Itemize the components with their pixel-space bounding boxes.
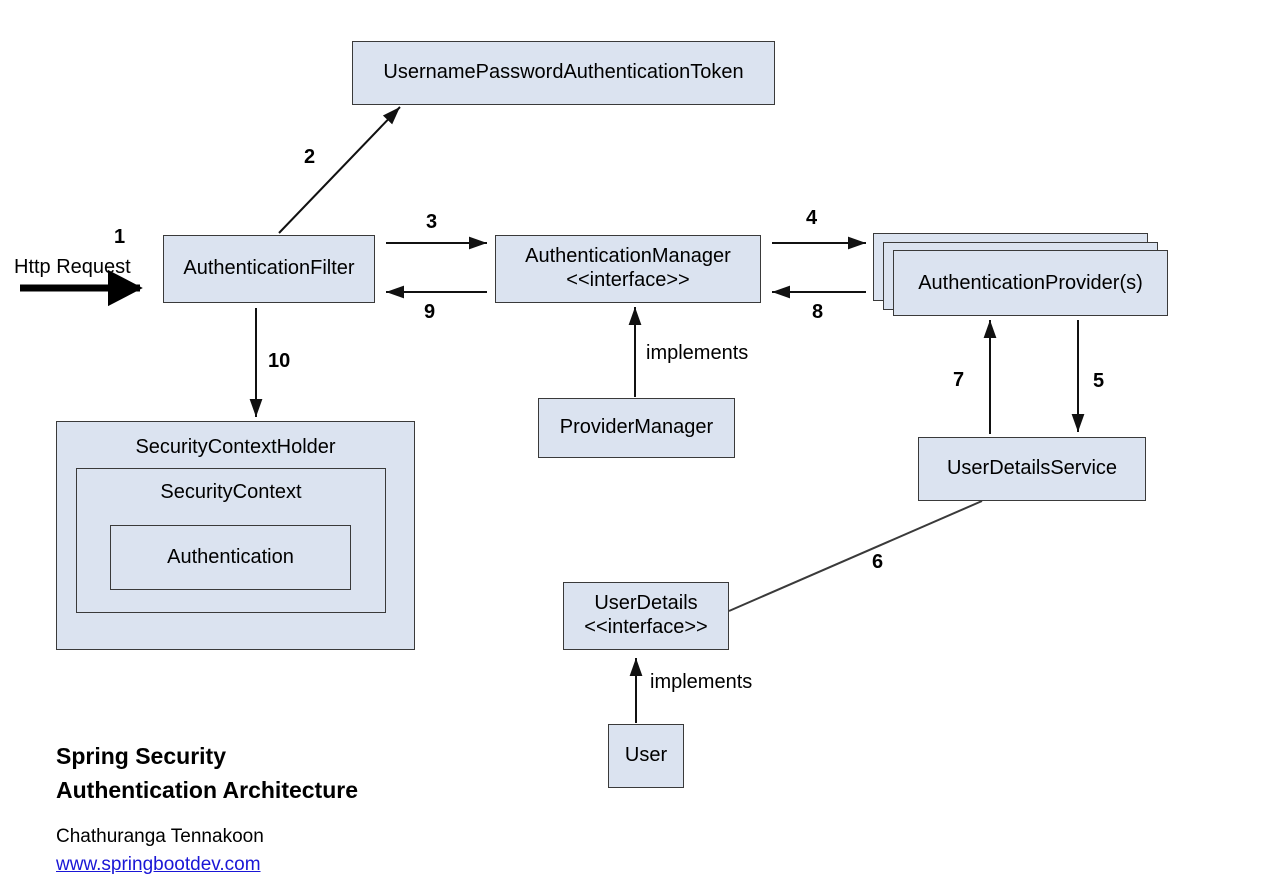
diagram-title-line-1: Spring Security <box>56 743 226 769</box>
node-authentication-manager[interactable]: AuthenticationManager <<interface>> <box>495 235 761 303</box>
node-security-context[interactable]: SecurityContext Authentication <box>76 468 386 613</box>
node-authentication-filter[interactable]: AuthenticationFilter <box>163 235 375 303</box>
http-request-label: Http Request <box>14 256 131 278</box>
implements-label-user: implements <box>650 671 753 693</box>
step-number-4: 4 <box>806 207 818 229</box>
node-user-details[interactable]: UserDetails <<interface>> <box>563 582 729 650</box>
node-provider-label: AuthenticationProvider(s) <box>918 271 1143 294</box>
node-authentication-label: Authentication <box>167 546 294 568</box>
node-filter-label: AuthenticationFilter <box>183 257 355 280</box>
node-manager-stereotype: <<interface>> <box>566 269 690 291</box>
step-number-1: 1 <box>114 226 126 248</box>
author-name: Chathuranga Tennakoon <box>56 826 264 847</box>
step-number-9: 9 <box>424 301 436 323</box>
node-token-label: UsernamePasswordAuthenticationToken <box>383 61 744 84</box>
step-number-5: 5 <box>1093 370 1105 392</box>
node-security-context-label: SecurityContext <box>160 481 302 503</box>
website-link[interactable]: www.springbootdev.com <box>56 854 261 875</box>
node-provider-manager-label: ProviderManager <box>559 416 714 439</box>
node-user-label: User <box>624 744 668 767</box>
step-number-3: 3 <box>426 211 438 233</box>
step-number-6: 6 <box>872 551 884 573</box>
node-user-details-stereotype: <<interface>> <box>584 616 708 638</box>
provider-stack-front[interactable]: AuthenticationProvider(s) <box>893 250 1168 316</box>
step-number-2: 2 <box>304 146 316 168</box>
node-user[interactable]: User <box>608 724 684 788</box>
node-manager-label: AuthenticationManager <box>525 245 731 268</box>
node-authentication[interactable]: Authentication <box>110 525 351 590</box>
step-number-8: 8 <box>812 301 824 323</box>
node-user-details-service[interactable]: UserDetailsService <box>918 437 1146 501</box>
step-number-10: 10 <box>268 350 291 372</box>
node-username-password-authentication-token[interactable]: UsernamePasswordAuthenticationToken <box>352 41 775 105</box>
node-security-context-holder[interactable]: SecurityContextHolder SecurityContext Au… <box>56 421 415 650</box>
implements-label-provider-manager: implements <box>646 342 749 364</box>
node-provider-manager[interactable]: ProviderManager <box>538 398 735 458</box>
diagram-title-line-2: Authentication Architecture <box>56 777 359 803</box>
node-user-details-label: UserDetails <box>594 592 698 615</box>
step-number-7: 7 <box>953 369 965 391</box>
node-security-context-holder-label: SecurityContextHolder <box>135 436 336 458</box>
node-user-details-service-label: UserDetailsService <box>946 457 1118 480</box>
